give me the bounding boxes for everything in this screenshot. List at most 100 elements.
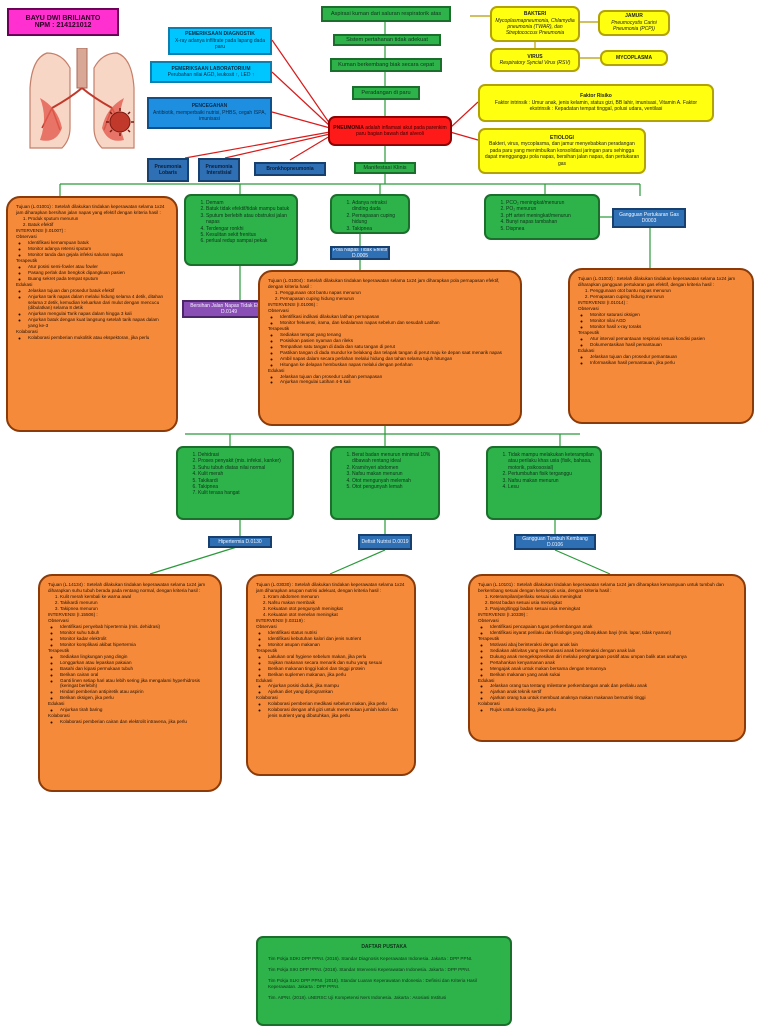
references-title: DAFTAR PUSTAKA <box>361 944 407 950</box>
plan-item: Kolaborasi dengan ahli gizi untuk menent… <box>268 707 406 719</box>
plan-item: Monitor komplikasi akibat hipertermia <box>60 642 212 648</box>
plan-item: Sediakan lingkungan yang dingin <box>60 654 212 660</box>
plan-section-list: Atur posisi semi-fowler atau fowlerPasan… <box>16 264 168 282</box>
flow-step-2: Sistem pertahanan tidak adekuat <box>333 34 441 46</box>
plan-item: Kolaborasi pemberian medikasi sebelum ma… <box>268 701 406 707</box>
prevention-text: Antibiotik, memperbaiki nutrisi, PHBS, c… <box>152 109 266 123</box>
myco-box: MYCOPLASMA <box>600 50 668 66</box>
list-item: Terdengar ronkhi <box>206 226 290 232</box>
list-item: Bunyi napas tambahan <box>506 219 592 225</box>
criteria-item: Kekuatan otot pengunyah meningkat <box>268 606 406 612</box>
symptoms-list: DemamBatuk tidak efektif/tidak mampu bat… <box>192 200 290 245</box>
symptoms-nutrisi: Berat badan menurun minimal 10% dibawah … <box>330 446 440 520</box>
plan-section-heading: Observasi <box>16 233 37 239</box>
list-item: Dehidrasi <box>198 452 286 458</box>
plan-section-heading: Terapeutik <box>268 325 290 331</box>
virus-box: VIRUS Respiratory Syncial Virus (RSV) <box>490 48 580 72</box>
criteria-item: Penggunaan otot bantu napas menurun <box>590 288 744 294</box>
criteria-item: Batuk efektif <box>28 222 168 228</box>
plan-section-list: Identifikasi indikasi dilakukan latihan … <box>268 314 512 326</box>
list-item: Suhu tubuh diatas nilai normal <box>198 465 286 471</box>
list-item: Otot pengunyah lemah <box>352 484 432 490</box>
symptoms-gas: PCO₂ meningkat/menurunPO₂ menurunpH arte… <box>484 194 600 240</box>
plan-section-heading: Observasi <box>578 305 599 311</box>
plan-item: Jelaskan tujuan dan prosedur Latihan per… <box>280 374 512 380</box>
plan-section-heading: Terapeutik <box>48 647 70 653</box>
symptoms-bersihan: DemamBatuk tidak efektif/tidak mampu bat… <box>184 194 298 266</box>
plan-section-heading: Terapeutik <box>256 647 278 653</box>
flow-step-4: Peradangan di paru <box>352 86 420 100</box>
lab-exam-text: Perubahan nilai AGD, leukosit ↑, LED ↑ <box>167 72 255 78</box>
jamur-box: JAMUR Pneumocystis Carini Pneumonia (PCP… <box>598 10 670 36</box>
symptoms-pola-napas: Adanya retraksi dinding dadaPernapasan c… <box>330 194 410 234</box>
type-lobaris: Pneumonia Lobaris <box>147 158 189 182</box>
plan-item: Basahi dan kipasi permukaan tubuh <box>60 666 212 672</box>
plan-intervensi: INTERVENSI (I.10339) : <box>478 611 528 617</box>
plan-item: Buang sekret pada tempat sputum <box>28 276 168 282</box>
plan-section-list: Kolaborasi pemberian cairan dan elektrol… <box>48 719 212 725</box>
criteria-item: Keterampilan/perilaku sesuai usia mening… <box>490 594 736 600</box>
jamur-text: Pneumocystis Carini Pneumonia (PCP)) <box>611 19 657 33</box>
plan-section-heading: Edukasi <box>478 677 495 683</box>
pneumonia-definition-box: PNEUMONIA adalah inflamasi akut pada par… <box>328 116 452 146</box>
criteria-item: Kekuatan otot menelan meningkat <box>268 612 406 618</box>
diagnostic-exam-title: PEMERIKSAAN DIAGNOSTIK <box>185 31 255 38</box>
criteria-item: Nafsu makan membaik <box>268 600 406 606</box>
myco-text: MYCOPLASMA <box>615 54 653 61</box>
diagnosis-pola-napas: Pola Napas Tidak Efektif D.0005 <box>330 246 390 260</box>
faktor-risiko-box: Faktor Risiko Faktor intrinsik : Umur an… <box>478 84 714 122</box>
plan-item: Identifikasi pencapaian tugas perkembang… <box>490 624 736 630</box>
plan-item: Identifikasi indikasi dilakukan latihan … <box>280 314 512 320</box>
plan-item: Identifikasi kebutuhan kalori dan jenis … <box>268 636 406 642</box>
list-item: Pernapasan cuping hidung <box>352 213 402 226</box>
plan-section-heading: Kolaborasi <box>256 695 278 701</box>
list-item: pH arteri meningkat/menurun <box>506 213 592 219</box>
plan-item: Sediakan aktivitas yang memotivasi anak … <box>490 648 736 654</box>
type-interstisial: Pneumonia Interstisial <box>198 158 240 182</box>
plan-intro: Tujuan (L.01004) : Setelah dilakukan tin… <box>268 278 500 289</box>
plan-item: Ambil napas dalam secara perlahan melalu… <box>280 356 512 362</box>
plan-item: Ajarkan anak teknik sertif <box>490 689 736 695</box>
plan-criteria: Produk sputum menurunBatuk efektif <box>16 216 168 228</box>
reference-item: Tim. AIPNI. (2018). uNERSC Uji Kompetens… <box>268 995 447 1001</box>
plan-section-list: Identifikasi penyebab hipertermia (mis. … <box>48 624 212 648</box>
plan-intervensi: INTERVENSI (I.01014) : <box>578 299 628 305</box>
plan-section-heading: Edukasi <box>268 367 285 373</box>
plan-item: Berikan makanan yang anak sukai <box>490 672 736 678</box>
symptoms-hipertermia: DehidrasiProses penyakit (mis. infeksi, … <box>176 446 294 520</box>
plan-item: Dukung anak mengekspresikan diri melalui… <box>490 654 736 660</box>
plan-criteria: Kulit merah kembali ke warna awalTakikar… <box>48 594 212 612</box>
plan-section-heading: Edukasi <box>256 677 273 683</box>
plan-section-heading: Kolaborasi <box>16 329 38 335</box>
plan-item: Ganti linen setiap hari atau lebih serin… <box>60 678 212 690</box>
virus-text: Respiratory Syncial Virus (RSV) <box>499 60 571 66</box>
plan-item: Anjurkan mengulai Latihan 4-5 kali <box>280 379 512 385</box>
plan-item: Longgarkan atau lepaskan pakaian <box>60 660 212 666</box>
etiologi-text: Bakteri, virus, mycoplasma, dan jamur me… <box>484 141 640 167</box>
plan-section-list: Monitor saturasi oksigenMonitor nilai AG… <box>578 312 744 330</box>
plan-section-heading: Terapeutik <box>478 635 500 641</box>
criteria-item: Panjang/tinggi badan sesuai usia meningk… <box>490 606 736 612</box>
plan-section-list: Lakukan oral hygiene sebelum makan, jika… <box>256 654 406 678</box>
plan-item: Tempatkan satu tangan di dada dan satu t… <box>280 344 512 350</box>
plan-section-heading: Observasi <box>478 617 499 623</box>
author-name: BAYU DWI BRILIANTO <box>25 15 101 22</box>
plan-bersihan: Tujuan (L.01001) : Setelah dilakukan tin… <box>6 196 178 432</box>
plan-section-list: Anjurkan posisi duduk, jika mampuAjarkan… <box>256 683 406 695</box>
plan-item: Berikan makanan tinggi kalori dan tinggi… <box>268 666 406 672</box>
plan-item: Monitor nilai AGD <box>590 318 744 324</box>
list-item: Proses penyakit (mis. infeksi, kanker) <box>198 458 286 464</box>
plan-item: Posisikan pasien nyaman dan rileks <box>280 338 512 344</box>
plan-section-list: Identifikasi kemampuan batukMonitor adan… <box>16 240 168 258</box>
symptoms-list: Adanya retraksi dinding dadaPernapasan c… <box>338 200 402 232</box>
plan-section-heading: Edukasi <box>16 281 33 287</box>
plan-intervensi: INTERVENSI (I.01006) : <box>268 301 318 307</box>
plan-section-heading: Kolaborasi <box>478 701 500 707</box>
plan-section-list: Atur interval pemantauan respirasi sesua… <box>578 336 744 348</box>
plan-item: Jelaskan tujuan dan prosedur pemantauan <box>590 354 744 360</box>
criteria-item: Pernapasan cuping hidung menurun <box>280 296 512 302</box>
plan-section-list: Jelaskan tujuan dan prosedur Latihan per… <box>268 374 512 386</box>
plan-item: Berikan cairan oral <box>60 672 212 678</box>
faktor-risiko-title: Faktor Risiko <box>580 93 612 100</box>
reference-item: Tim Pokja SDKI DPP PPNI. (2016). Standar… <box>268 956 473 962</box>
